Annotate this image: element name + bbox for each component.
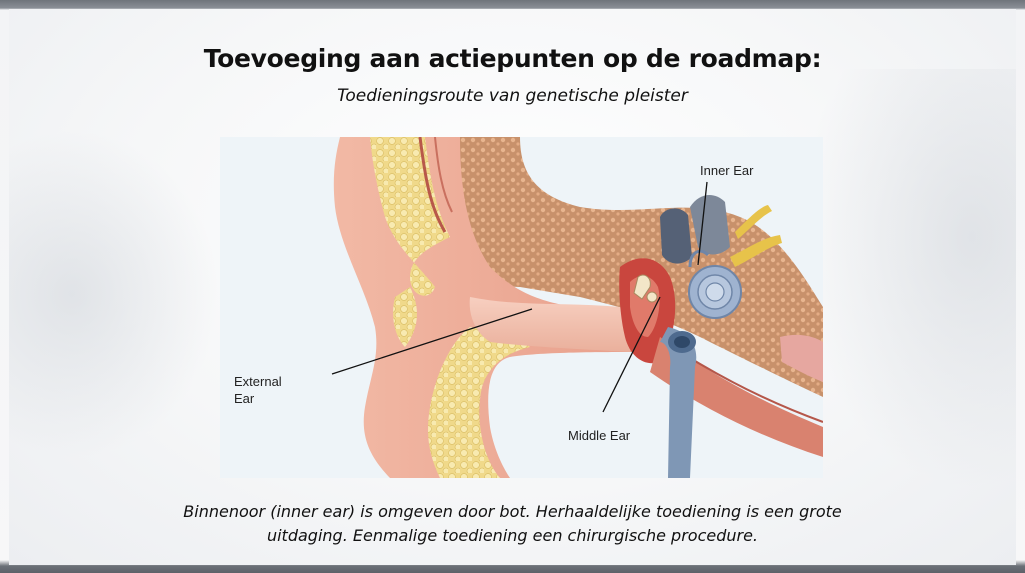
- slide-subtitle: Toedieningsroute van genetische pleister: [0, 86, 1025, 106]
- slide-caption: Binnenoor (inner ear) is omgeven door bo…: [60, 500, 965, 548]
- background-ghost-left: [9, 129, 219, 459]
- middle-ear-label: Middle Ear: [568, 427, 630, 444]
- external-ear-label-line2: Ear: [234, 390, 254, 407]
- ear-anatomy-drawing: [220, 137, 823, 478]
- inner-ear-label: Inner Ear: [700, 162, 753, 179]
- caption-line-1: Binnenoor (inner ear) is omgeven door bo…: [60, 500, 965, 524]
- caption-line-2: uitdaging. Eenmalige toediening een chir…: [60, 524, 965, 548]
- slide-title: Toevoeging aan actiepunten op de roadmap…: [0, 44, 1025, 73]
- ear-anatomy-illustration: Inner Ear External Ear Middle Ear: [220, 137, 823, 478]
- background-ghost-right: [796, 69, 1016, 489]
- external-ear-label-line1: External: [234, 373, 282, 390]
